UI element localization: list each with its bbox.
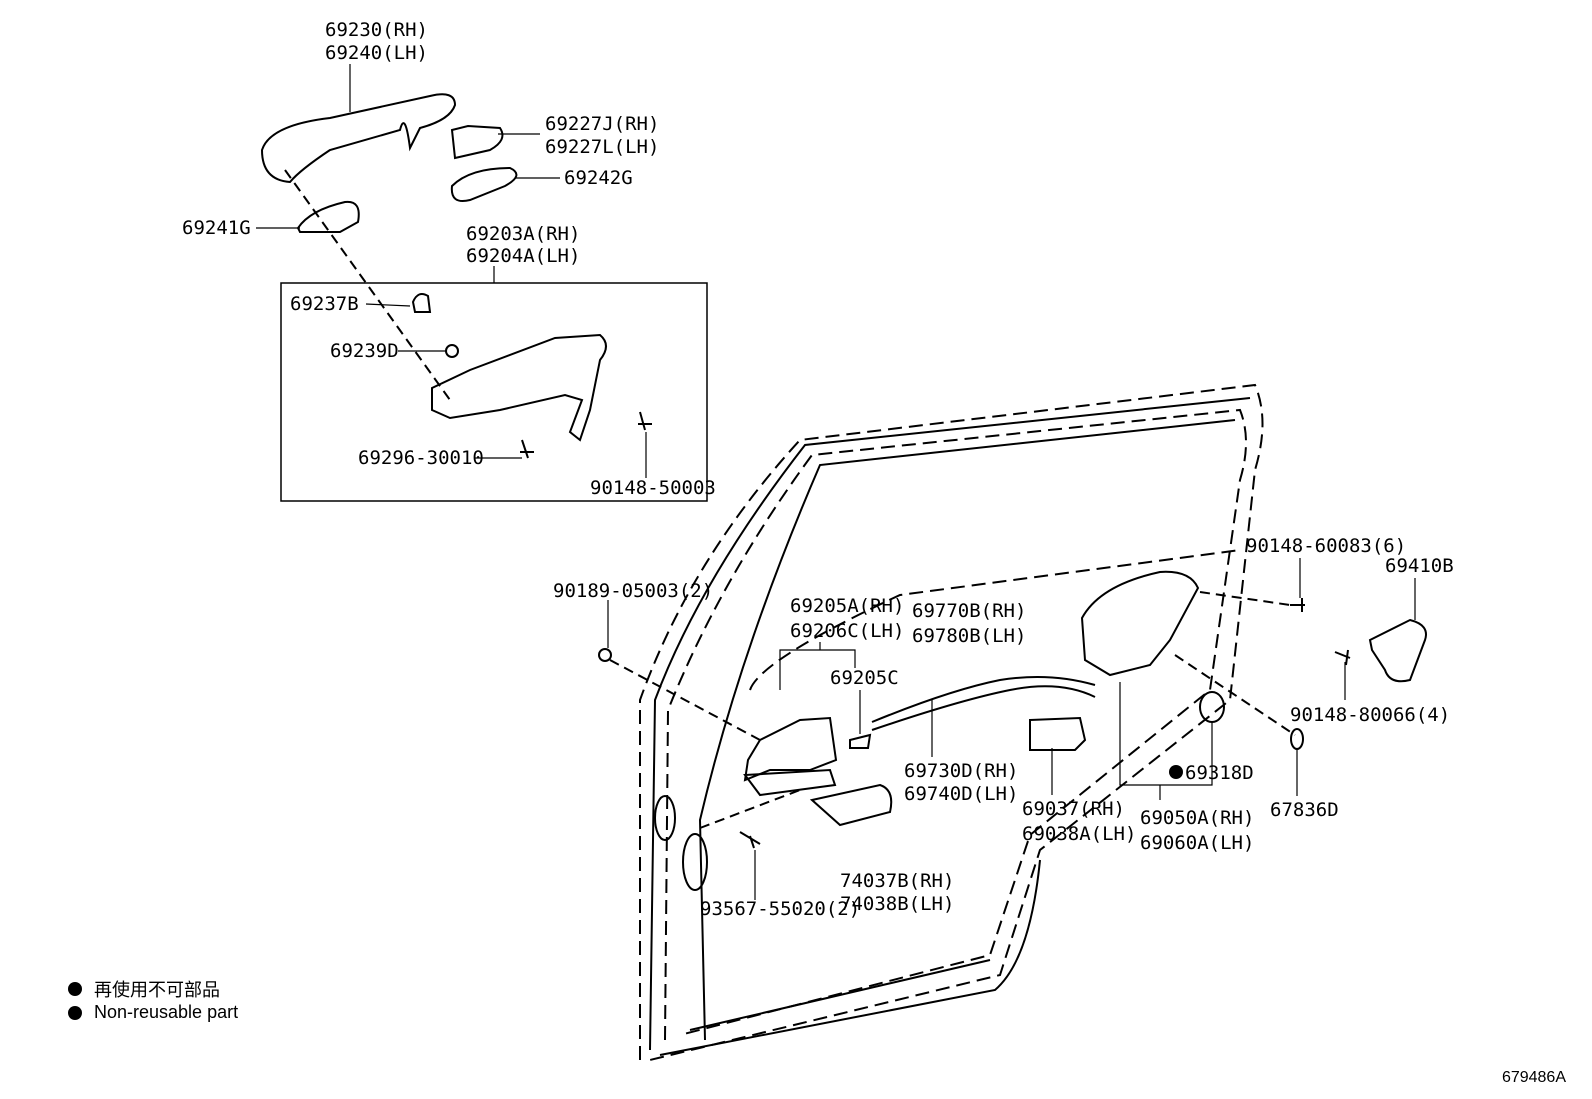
label-69205a: 69205A(RH)	[790, 595, 904, 617]
non-reusable-marker-icon	[1169, 765, 1183, 779]
label-93567: 93567-55020(2)	[700, 898, 860, 920]
label-69770b: 69770B(RH)	[912, 600, 1026, 622]
striker-plate	[1368, 618, 1427, 683]
label-69239d: 69239D	[330, 340, 399, 362]
clip-90189	[598, 648, 612, 662]
handle-gasket	[296, 200, 360, 233]
bracket-69237b	[411, 293, 432, 313]
label-90148-80066: 90148-80066(4)	[1290, 704, 1450, 726]
bolt-90148-60083	[1290, 598, 1305, 612]
legend-jp: 再使用不可部品	[68, 976, 220, 1002]
label-69038a: 69038A(LH)	[1022, 823, 1136, 845]
screw-90148-50003	[638, 411, 652, 431]
label-69203a: 69203A(RH)	[466, 223, 580, 245]
label-69204a: 69204A(LH)	[466, 245, 580, 267]
guide-line-screw	[699, 789, 801, 829]
label-69780b: 69780B(LH)	[912, 625, 1026, 647]
leader-69237b	[365, 303, 411, 307]
lock-cover	[1029, 716, 1087, 751]
door-panel-line	[649, 397, 1251, 1051]
label-69410b: 69410B	[1385, 555, 1454, 577]
leader-69205a	[779, 642, 856, 690]
legend-en-text: Non-reusable part	[94, 1002, 239, 1022]
label-69730d: 69730D(RH)	[904, 760, 1018, 782]
outside-handle	[260, 93, 457, 184]
label-69037: 69037(RH)	[1022, 798, 1125, 820]
window-frame	[749, 549, 1241, 691]
label-69740d: 69740D(LH)	[904, 783, 1018, 805]
non-reusable-dot-icon	[68, 1005, 82, 1020]
door-hole-2	[682, 833, 708, 891]
door-outline-inner	[664, 408, 1247, 1041]
label-69241g: 69241G	[182, 217, 251, 239]
door-lock-assembly	[1080, 570, 1200, 677]
label-90148-60083: 90148-60083(6)	[1246, 535, 1406, 557]
label-69237b: 69237B	[290, 293, 359, 315]
door-bottom-line	[659, 859, 1041, 1056]
handle-frame	[431, 333, 607, 442]
label-69050a: 69050A(RH)	[1140, 807, 1254, 829]
armrest-pad	[809, 783, 893, 827]
cap-69239d	[445, 344, 459, 358]
door-hole-1	[654, 795, 676, 841]
label-90148-50003: 90148-50003	[590, 477, 716, 499]
label-69206c: 69206C(LH)	[790, 620, 904, 642]
label-67836d: 67836D	[1270, 799, 1339, 821]
leader-69050a	[1119, 682, 1213, 786]
label-69242g: 69242G	[564, 167, 633, 189]
non-reusable-dot-icon	[68, 982, 82, 996]
label-69296: 69296-30010	[358, 447, 484, 469]
inside-handle	[743, 716, 838, 782]
label-69318d: 69318D	[1185, 762, 1254, 784]
guide-line-lock-1	[1199, 591, 1291, 606]
guide-line-lock-2	[1174, 654, 1296, 736]
label-69230: 69230(RH)	[325, 19, 428, 41]
label-74038b: 74038B(LH)	[840, 893, 954, 915]
label-69240: 69240(LH)	[325, 42, 428, 64]
inside-handle-bezel	[743, 768, 837, 797]
label-69227j: 69227J(RH)	[545, 113, 659, 135]
legend-jp-text: 再使用不可部品	[94, 980, 220, 1000]
screw-69296	[520, 439, 534, 459]
label-69205c: 69205C	[830, 667, 899, 689]
diagram-id: 679486A	[1501, 1069, 1566, 1086]
legend-en: Non-reusable part	[68, 1002, 238, 1023]
screw-93567	[739, 831, 761, 849]
label-90189: 90189-05003(2)	[553, 580, 713, 602]
label-69227l: 69227L(LH)	[545, 136, 659, 158]
handle-cover	[450, 124, 504, 160]
bolt-90148-80066	[1334, 649, 1351, 666]
guide-line-handle	[284, 169, 451, 401]
cable-69770b	[871, 685, 1096, 731]
clip-69205c	[849, 733, 872, 749]
door-outline-outer	[639, 383, 1264, 1061]
cushion-67836d	[1290, 728, 1304, 750]
guide-line-clip	[609, 659, 761, 741]
handle-frame-box	[280, 282, 708, 502]
label-74037b: 74037B(RH)	[840, 870, 954, 892]
cable-69730d	[871, 675, 1096, 723]
handle-pad	[450, 166, 518, 202]
label-69060a: 69060A(LH)	[1140, 832, 1254, 854]
